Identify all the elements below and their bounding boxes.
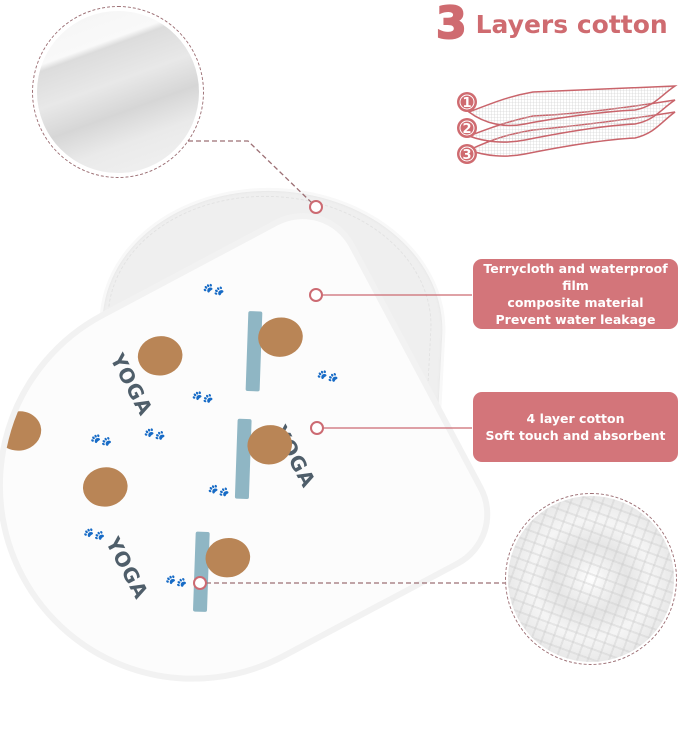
- layers-diagram: 1 2 3: [457, 85, 678, 164]
- callout-line: Prevent water leakage: [495, 312, 656, 327]
- layer-marker-1: 1: [457, 92, 477, 112]
- waterproof-anchor-dot: [309, 288, 323, 302]
- muslin-anchor-dot: [193, 576, 207, 590]
- callout-waterproof: Terrycloth and waterproof film composite…: [473, 259, 678, 329]
- callout-line: 4 layer cotton: [526, 411, 625, 426]
- terrycloth-connector-line: [188, 140, 313, 204]
- title-number: 3: [435, 0, 468, 49]
- terrycloth-detail-circle: [32, 6, 204, 178]
- callout-line: Terrycloth and waterproof film: [483, 261, 668, 293]
- layer-marker-2: 2: [457, 118, 477, 138]
- layer-1: [467, 85, 678, 127]
- svg-text:1: 1: [462, 96, 471, 111]
- callout-line: composite material: [507, 295, 644, 310]
- layer-marker-3: 3: [457, 144, 477, 164]
- terrycloth-texture-image: [37, 11, 199, 173]
- callout-cotton: 4 layer cotton Soft touch and absorbent: [473, 392, 678, 462]
- svg-text:2: 2: [462, 122, 471, 137]
- svg-text:3: 3: [462, 148, 471, 163]
- muslin-detail-circle: [505, 493, 677, 665]
- terrycloth-anchor-dot: [309, 200, 323, 214]
- cotton-anchor-dot: [310, 421, 324, 435]
- callout-line: Soft touch and absorbent: [485, 428, 666, 443]
- header-title: 3 Layers cotton: [435, 0, 668, 49]
- connector-lines: [188, 140, 505, 584]
- title-text: Layers cotton: [475, 9, 668, 39]
- muslin-texture-image: [508, 496, 674, 662]
